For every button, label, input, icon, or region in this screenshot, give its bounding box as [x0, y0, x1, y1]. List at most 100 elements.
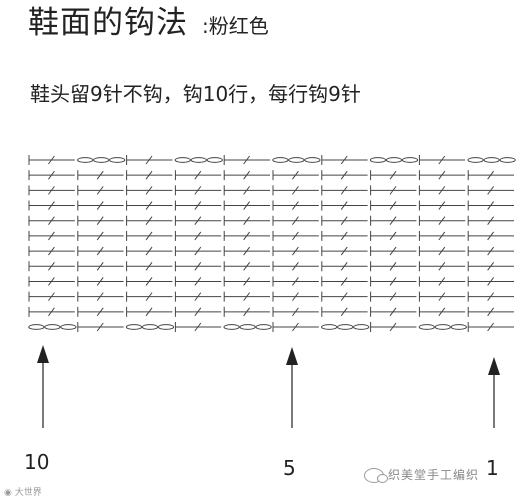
single-crochet-stitch-slash: [96, 246, 104, 256]
single-crochet-stitch-slash: [194, 322, 202, 332]
single-crochet-stitch-slash: [389, 170, 397, 180]
single-crochet-stitch-slash: [48, 307, 55, 317]
single-crochet-stitch-slash: [487, 277, 495, 286]
single-crochet-stitch-slash: [243, 277, 251, 286]
single-crochet-stitch-slash: [292, 170, 299, 180]
single-crochet-stitch-slash: [389, 322, 397, 332]
wechat-icon: [364, 468, 388, 483]
single-crochet-stitch-slash: [340, 186, 348, 195]
single-crochet-stitch-slash: [48, 261, 55, 271]
single-crochet-stitch-slash: [438, 186, 446, 195]
single-crochet-stitch-slash: [243, 246, 251, 256]
single-crochet-stitch-slash: [389, 307, 397, 317]
chain-stitch: [174, 157, 191, 163]
single-crochet-stitch-slash: [340, 261, 348, 271]
single-crochet-stitch-slash: [487, 307, 495, 317]
single-crochet-stitch-slash: [194, 201, 202, 210]
single-crochet-stitch-slash: [48, 231, 55, 241]
single-crochet-stitch-slash: [145, 292, 153, 301]
single-crochet-stitch-slash: [96, 322, 104, 332]
chain-stitch: [93, 157, 110, 163]
single-crochet-stitch-slash: [487, 261, 495, 271]
single-crochet-stitch-slash: [194, 216, 202, 226]
single-crochet-stitch-slash: [340, 292, 348, 301]
single-crochet-stitch-slash: [194, 186, 202, 195]
chain-stitch: [141, 324, 159, 330]
title-main: 鞋面的钩法: [28, 5, 188, 41]
single-crochet-stitch-slash: [389, 261, 397, 271]
chain-stitch: [483, 157, 500, 163]
single-crochet-stitch-slash: [292, 201, 299, 210]
single-crochet-stitch-slash: [48, 170, 55, 180]
single-crochet-stitch-slash: [96, 216, 104, 226]
single-crochet-stitch-slash: [96, 186, 104, 195]
single-crochet-stitch-slash: [96, 170, 104, 180]
single-crochet-stitch-slash: [96, 277, 104, 286]
single-crochet-stitch-slash: [487, 292, 495, 301]
single-crochet-stitch-slash: [292, 307, 299, 317]
weibo-icon: ◉: [4, 488, 12, 498]
single-crochet-stitch-slash: [145, 231, 153, 241]
arrow-row-1-head: [488, 357, 500, 375]
single-crochet-stitch-slash: [145, 307, 153, 317]
chain-stitch: [223, 324, 240, 330]
chain-stitch: [206, 157, 223, 163]
single-crochet-stitch-slash: [243, 261, 251, 271]
single-crochet-stitch-slash: [438, 231, 446, 241]
single-crochet-stitch-slash: [96, 307, 104, 317]
chain-stitch: [77, 157, 94, 163]
single-crochet-stitch-slash: [340, 277, 348, 286]
single-crochet-stitch-slash: [292, 231, 299, 241]
chain-stitch: [304, 157, 321, 163]
chain-stitch: [288, 157, 305, 163]
single-crochet-stitch-slash: [194, 292, 202, 301]
watermark-source-text: 大世界: [14, 488, 42, 498]
chain-stitch: [353, 324, 370, 330]
chain-stitch: [467, 157, 484, 163]
single-crochet-stitch-slash: [389, 292, 397, 301]
single-crochet-stitch-slash: [194, 170, 202, 180]
single-crochet-stitch-slash: [389, 231, 397, 241]
row-label-1: 1: [486, 456, 499, 480]
single-crochet-stitch-slash: [487, 246, 495, 256]
single-crochet-stitch-slash: [292, 246, 299, 256]
single-crochet-stitch-slash: [487, 216, 495, 226]
single-crochet-stitch-slash: [487, 170, 495, 180]
single-crochet-stitch-slash: [243, 170, 251, 180]
single-crochet-stitch-slash: [438, 261, 446, 271]
chain-stitch: [369, 157, 387, 163]
chain-stitch: [239, 324, 256, 330]
single-crochet-stitch-slash: [243, 216, 251, 226]
watermark-source: ◉ 大世界: [4, 485, 42, 498]
single-crochet-stitch-slash: [292, 322, 299, 332]
single-crochet-stitch-slash: [438, 292, 446, 301]
single-crochet-stitch-slash: [487, 201, 495, 210]
single-crochet-stitch-slash: [48, 201, 55, 210]
row-label-5: 5: [283, 456, 296, 480]
single-crochet-stitch-slash: [292, 277, 299, 286]
single-crochet-stitch-slash: [243, 201, 251, 210]
diagram-title: 鞋面的钩法 :粉红色: [28, 8, 269, 39]
arrow-row-10-head: [37, 345, 49, 363]
single-crochet-stitch-slash: [438, 170, 446, 180]
single-crochet-stitch-slash: [292, 216, 299, 226]
row-label-10: 10: [24, 450, 50, 474]
single-crochet-stitch-slash: [96, 231, 104, 241]
single-crochet-stitch-slash: [194, 307, 202, 317]
single-crochet-stitch-slash: [145, 261, 153, 271]
watermark-brand: 织美堂手工编织: [364, 466, 479, 483]
single-crochet-stitch-slash: [194, 261, 202, 271]
single-crochet-stitch-slash: [194, 231, 202, 241]
chain-stitch: [125, 324, 143, 330]
single-crochet-stitch-slash: [243, 155, 251, 165]
instruction-text: 鞋头留9针不钩，钩10行，每行钩9针: [30, 82, 361, 106]
single-crochet-stitch-slash: [48, 186, 55, 195]
single-crochet-stitch-slash: [48, 292, 55, 301]
single-crochet-stitch-slash: [389, 186, 397, 195]
chain-stitch: [418, 324, 435, 330]
single-crochet-stitch-slash: [243, 307, 251, 317]
single-crochet-stitch-slash: [340, 231, 348, 241]
single-crochet-stitch-slash: [194, 246, 202, 256]
title-color-note: :粉红色: [202, 14, 269, 38]
